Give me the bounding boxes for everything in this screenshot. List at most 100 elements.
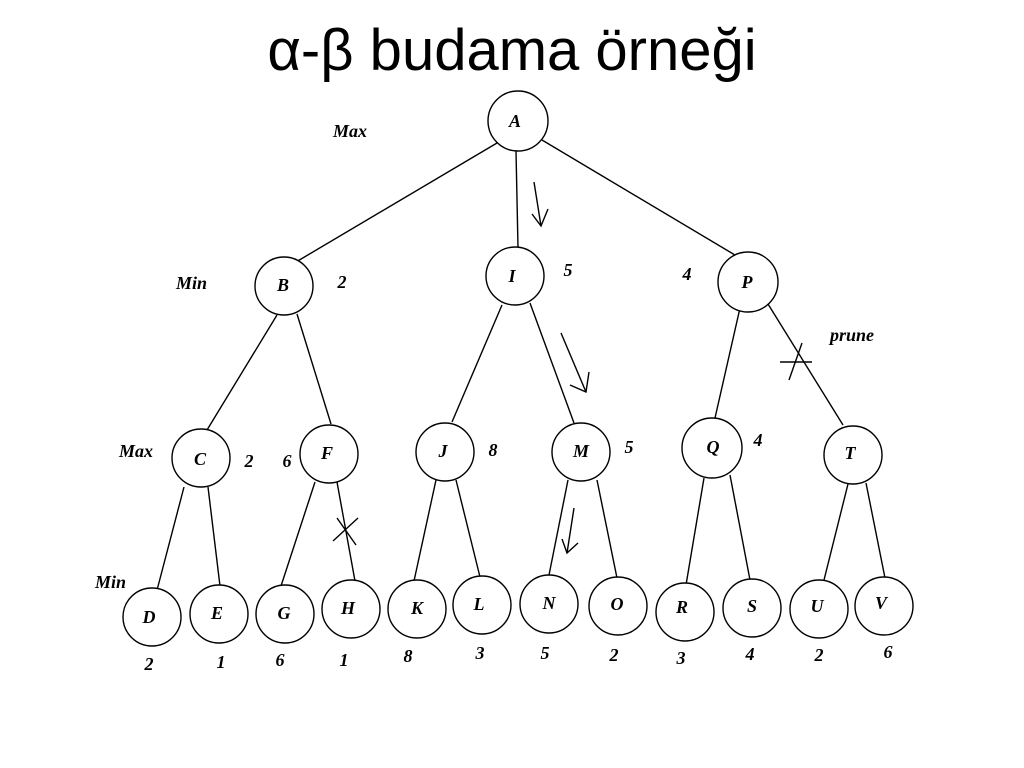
slide-title: α-β budama örneği — [267, 18, 757, 83]
edge-j-l — [455, 479, 481, 578]
edge-b-f — [296, 313, 332, 425]
prune-label: prune — [828, 325, 874, 345]
node-o-value: 2 — [609, 645, 619, 665]
node-d-label: D — [142, 607, 156, 627]
node-d: D — [122, 587, 182, 647]
search-arrow-3 — [561, 507, 579, 555]
node-i-value: 5 — [564, 260, 573, 280]
node-l-label: L — [473, 594, 485, 614]
node-n-value: 5 — [541, 643, 550, 663]
node-i: I — [485, 246, 545, 306]
node-g-value: 6 — [276, 650, 285, 670]
node-c: C — [171, 428, 231, 488]
edge-t-u — [821, 483, 849, 589]
edge-i-m — [529, 302, 575, 424]
node-s: S — [722, 578, 782, 638]
node-t: T — [823, 425, 883, 485]
node-q: Q — [681, 417, 743, 479]
search-arrows — [531, 181, 590, 555]
node-j-label: J — [438, 441, 449, 461]
node-u: U — [789, 579, 849, 639]
node-j: J — [415, 422, 475, 482]
search-arrow-1 — [531, 181, 549, 228]
node-r-label: R — [675, 597, 688, 617]
node-e-value: 1 — [217, 652, 226, 672]
edge-c-d — [155, 486, 185, 595]
node-a: A — [487, 90, 549, 152]
edge-f-g — [280, 481, 316, 587]
node-g-label: G — [278, 603, 291, 623]
edge-p-q — [714, 307, 741, 419]
prune-mark-p-t — [780, 342, 812, 381]
level-label-min-d: Min — [94, 572, 126, 592]
node-h: H — [321, 579, 381, 639]
node-u-value: 2 — [814, 645, 824, 665]
node-j-value: 8 — [489, 440, 498, 460]
edge-m-n — [548, 479, 569, 576]
node-v: V — [854, 576, 914, 636]
node-m: M — [551, 422, 611, 482]
node-p-value: 4 — [682, 264, 692, 284]
edge-a-p — [541, 139, 741, 259]
node-m-label: M — [572, 441, 590, 461]
edge-a-i — [515, 150, 519, 249]
node-e: E — [189, 584, 249, 644]
node-k-value: 8 — [404, 646, 413, 666]
node-h-value: 1 — [340, 650, 349, 670]
prune-marks — [332, 342, 812, 546]
node-c-value: 2 — [244, 451, 254, 471]
level-label-min-b: Min — [175, 273, 207, 293]
edge-p-t — [767, 303, 844, 426]
search-arrow-2 — [560, 332, 590, 394]
level-label-max-top: Max — [332, 121, 367, 141]
edge-q-r — [685, 477, 705, 586]
tree-nodes: A B I P C F J M — [122, 90, 914, 647]
node-p: P — [717, 251, 779, 313]
node-e-label: E — [210, 603, 223, 623]
edge-c-e — [207, 486, 221, 587]
node-f-value: 6 — [283, 451, 292, 471]
node-i-label: I — [507, 266, 516, 286]
node-b-label: B — [276, 275, 289, 295]
node-b: B — [254, 256, 314, 316]
prune-mark-f-h — [332, 517, 359, 546]
node-d-value: 2 — [144, 654, 154, 674]
node-f: F — [299, 424, 359, 484]
tree-edges — [155, 139, 886, 595]
node-f-label: F — [320, 443, 333, 463]
edge-j-k — [413, 479, 437, 582]
node-r: R — [655, 582, 715, 642]
node-n-label: N — [542, 593, 557, 613]
edge-i-j — [451, 304, 503, 423]
node-k-label: K — [410, 598, 425, 618]
edge-t-v — [865, 482, 886, 579]
node-p-label: P — [741, 272, 754, 292]
edge-b-c — [206, 314, 278, 431]
node-o-label: O — [611, 594, 624, 614]
node-k: K — [387, 579, 447, 639]
node-b-value: 2 — [337, 272, 347, 292]
node-q-value: 4 — [753, 430, 763, 450]
edge-a-b — [295, 142, 498, 263]
node-values: 2 5 4 2 6 8 5 4 2 1 6 1 8 3 5 2 3 4 2 6 — [144, 260, 893, 674]
node-v-value: 6 — [884, 642, 893, 662]
node-l-value: 3 — [475, 643, 485, 663]
edge-m-o — [596, 479, 618, 579]
level-label-max-c: Max — [118, 441, 153, 461]
node-n: N — [519, 574, 579, 634]
edge-q-s — [729, 474, 751, 581]
level-labels: Max Min Max Min prune — [94, 121, 874, 592]
node-r-value: 3 — [676, 648, 686, 668]
node-v-label: V — [875, 593, 889, 613]
node-t-label: T — [845, 443, 857, 463]
node-a-label: A — [508, 111, 521, 131]
node-o: O — [588, 576, 648, 636]
node-s-label: S — [747, 596, 757, 616]
node-m-value: 5 — [625, 437, 634, 457]
node-q-label: Q — [707, 437, 720, 457]
node-c-label: C — [194, 449, 207, 469]
node-s-value: 4 — [745, 644, 755, 664]
node-g: G — [255, 584, 315, 644]
node-h-label: H — [340, 598, 356, 618]
